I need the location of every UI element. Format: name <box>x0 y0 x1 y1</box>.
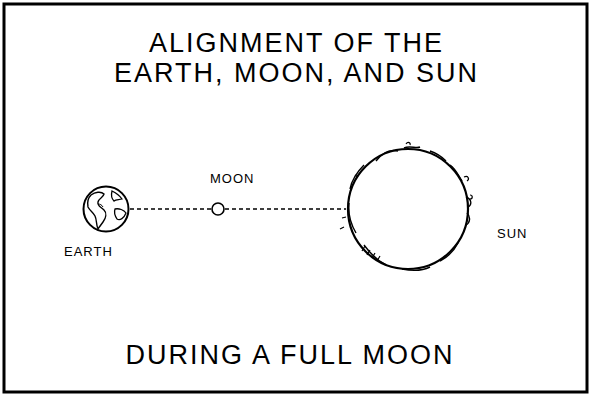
body-label: EARTH <box>64 244 113 259</box>
diagram-title: ALIGNMENT OF THE EARTH, MOON, AND SUN <box>104 28 489 88</box>
body-label: MOON <box>210 171 254 186</box>
moon-outline <box>211 202 225 216</box>
sun-circle: SUN <box>346 147 470 271</box>
diagram-caption: DURING A FULL MOON <box>0 340 580 370</box>
earth-outline <box>82 185 130 233</box>
alignment-line <box>130 208 211 210</box>
body-label: SUN <box>497 226 527 241</box>
moon-circle: MOON <box>211 202 225 216</box>
earth-circle: EARTH <box>82 185 130 233</box>
sun-outline <box>346 147 470 271</box>
alignment-line <box>225 208 346 210</box>
